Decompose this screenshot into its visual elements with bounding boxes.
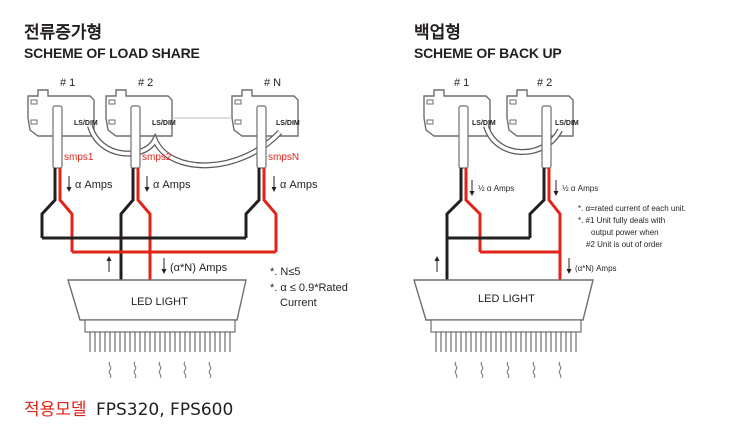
heat-wave-icon bbox=[208, 361, 212, 379]
applicable-models-label: 적용모델 bbox=[24, 400, 87, 420]
port-label-2: LS/DIM bbox=[152, 120, 176, 127]
heat-wave-icon bbox=[506, 361, 510, 379]
backup-led-light-fixture bbox=[413, 279, 594, 379]
smps-name-2: smps2 bbox=[142, 152, 172, 163]
applicable-models: 적용모델 FPS320, FPS600 bbox=[24, 395, 233, 420]
backup-smps-box-2 bbox=[506, 89, 574, 137]
port-label-1: LS/DIM bbox=[74, 120, 98, 127]
heat-wave-icon bbox=[158, 361, 162, 379]
backup-note-1: *. α=rated current of each unit. bbox=[578, 204, 686, 213]
heat-wave-icon bbox=[480, 361, 484, 379]
heat-wave-icon bbox=[454, 361, 458, 379]
backup-smps-box-1 bbox=[423, 89, 491, 137]
heat-wave-icon bbox=[183, 361, 187, 379]
backup-unit-number-2: # 2 bbox=[537, 77, 552, 89]
unit-number-2: # 2 bbox=[138, 77, 153, 89]
current-label-2: α Amps bbox=[153, 179, 191, 191]
current-label-n: α Amps bbox=[280, 179, 318, 191]
load-share-title-ko: 전류증가형 bbox=[24, 23, 103, 43]
note-2: *. α ≤ 0.9*Rated bbox=[270, 282, 348, 294]
unit-number-n: # N bbox=[264, 77, 281, 89]
load-share-diagram: # 1 # 2 # N LS/DIM LS/DIM LS/DIM bbox=[27, 77, 348, 379]
back-up-title-ko: 백업형 bbox=[414, 23, 461, 43]
back-up-diagram: # 1 # 2 LS/DIM LS/DIM ½ α Amps bbox=[413, 77, 686, 379]
backup-led-light-label: LED LIGHT bbox=[478, 293, 535, 305]
heat-wave-icon bbox=[108, 361, 112, 379]
smps-name-1: smps1 bbox=[64, 152, 94, 163]
port-label-n: LS/DIM bbox=[276, 120, 300, 127]
heat-wave-icon bbox=[133, 361, 137, 379]
load-share-title-en: SCHEME OF LOAD SHARE bbox=[24, 45, 200, 61]
unit-number-1: # 1 bbox=[60, 77, 75, 89]
applicable-models-list: FPS320, FPS600 bbox=[95, 400, 234, 420]
led-light-label: LED LIGHT bbox=[131, 296, 188, 308]
backup-port-label-1: LS/DIM bbox=[472, 120, 496, 127]
backup-note-4: #2 Unit is out of order bbox=[586, 240, 663, 249]
smps-name-n: smpsN bbox=[268, 152, 299, 163]
note-3: Current bbox=[280, 297, 317, 309]
backup-note-3: output power when bbox=[591, 228, 659, 237]
backup-current-label-2: ½ α Amps bbox=[562, 184, 598, 193]
backup-unit-number-1: # 1 bbox=[454, 77, 469, 89]
backup-note-2: *. #1 Unit fully deals with bbox=[578, 216, 665, 225]
backup-total-current-label: (α*N) Amps bbox=[575, 264, 617, 273]
back-up-title-en: SCHEME OF BACK UP bbox=[414, 45, 562, 61]
total-current-label: (α*N) Amps bbox=[170, 262, 228, 274]
led-light-fixture bbox=[67, 279, 247, 379]
note-1: *. N≤5 bbox=[270, 266, 301, 278]
current-label-1: α Amps bbox=[75, 179, 113, 191]
backup-current-label-1: ½ α Amps bbox=[478, 184, 514, 193]
heat-wave-icon bbox=[558, 361, 562, 379]
heat-wave-icon bbox=[532, 361, 536, 379]
backup-port-label-2: LS/DIM bbox=[555, 120, 579, 127]
